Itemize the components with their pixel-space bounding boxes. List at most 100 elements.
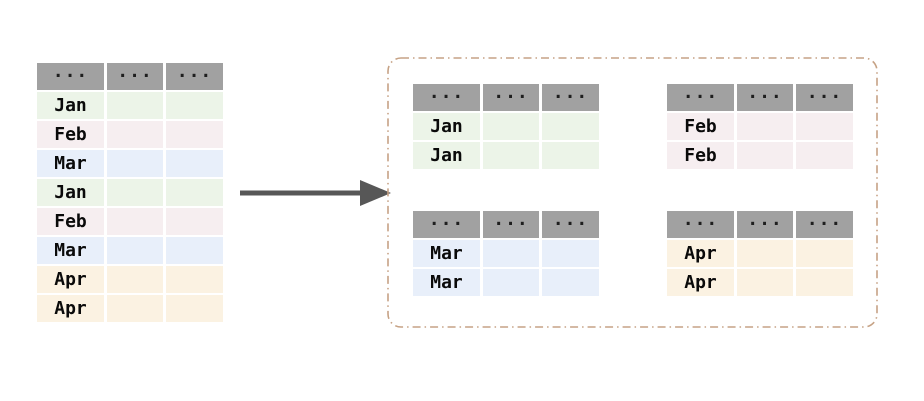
empty-cell: [166, 295, 223, 322]
column-header-dots: ...: [413, 82, 480, 111]
table-row: Jan: [413, 113, 599, 140]
ellipsis-icon: ...: [428, 82, 465, 103]
column-header-dots: ...: [107, 61, 163, 90]
table-row: Mar: [413, 240, 599, 267]
table-row: Mar: [413, 269, 599, 296]
month-cell: Feb: [37, 121, 104, 148]
empty-cell: [483, 142, 539, 169]
empty-cell: [166, 150, 223, 177]
empty-cell: [107, 295, 163, 322]
empty-cell: [166, 208, 223, 235]
empty-cell: [107, 92, 163, 119]
table-row: Jan: [413, 142, 599, 169]
empty-cell: [107, 150, 163, 177]
ellipsis-icon: ...: [52, 61, 89, 82]
month-cell: Jan: [413, 142, 480, 169]
month-cell: Jan: [37, 92, 104, 119]
empty-cell: [166, 237, 223, 264]
empty-cell: [166, 266, 223, 293]
flow-arrow-icon: [240, 180, 391, 206]
table-row: Jan: [37, 92, 223, 119]
column-header-dots: ...: [737, 82, 793, 111]
column-header-dots: ...: [166, 61, 223, 90]
ellipsis-icon: ...: [682, 209, 719, 230]
column-header-dots: ...: [737, 209, 793, 238]
empty-cell: [107, 266, 163, 293]
table-row: Apr: [667, 269, 853, 296]
ellipsis-icon: ...: [747, 82, 783, 103]
empty-cell: [483, 240, 539, 267]
ellipsis-icon: ...: [552, 209, 589, 230]
empty-cell: [107, 237, 163, 264]
empty-cell: [166, 92, 223, 119]
ellipsis-icon: ...: [428, 209, 465, 230]
empty-cell: [796, 240, 853, 267]
empty-cell: [107, 179, 163, 206]
empty-cell: [166, 121, 223, 148]
ellipsis-icon: ...: [747, 209, 783, 230]
table-row: Apr: [37, 295, 223, 322]
ellipsis-icon: ...: [493, 209, 529, 230]
column-header-dots: ...: [667, 82, 734, 111]
empty-cell: [542, 269, 599, 296]
table-row: Feb: [37, 208, 223, 235]
empty-cell: [796, 142, 853, 169]
table-row: Apr: [37, 266, 223, 293]
column-header-dots: ...: [483, 209, 539, 238]
table-row: Feb: [37, 121, 223, 148]
ellipsis-icon: ...: [552, 82, 589, 103]
table-row: Mar: [37, 150, 223, 177]
table-header-row: .........: [37, 61, 223, 90]
ellipsis-icon: ...: [806, 82, 843, 103]
empty-cell: [166, 179, 223, 206]
month-cell: Mar: [37, 150, 104, 177]
table-row: Mar: [37, 237, 223, 264]
empty-cell: [737, 113, 793, 140]
month-cell: Feb: [37, 208, 104, 235]
table-row: Jan: [37, 179, 223, 206]
column-header-dots: ...: [37, 61, 104, 90]
empty-cell: [737, 240, 793, 267]
month-cell: Apr: [37, 295, 104, 322]
table-row: Apr: [667, 240, 853, 267]
column-header-dots: ...: [796, 209, 853, 238]
table-row: Feb: [667, 142, 853, 169]
table-header-row: .........: [413, 209, 599, 238]
ellipsis-icon: ...: [117, 61, 153, 82]
month-cell: Mar: [413, 240, 480, 267]
empty-cell: [483, 113, 539, 140]
empty-cell: [483, 269, 539, 296]
month-cell: Apr: [667, 240, 734, 267]
month-cell: Feb: [667, 113, 734, 140]
month-cell: Feb: [667, 142, 734, 169]
table-header-row: .........: [667, 82, 853, 111]
empty-cell: [107, 208, 163, 235]
month-cell: Jan: [37, 179, 104, 206]
empty-cell: [542, 240, 599, 267]
empty-cell: [737, 142, 793, 169]
table-row: Feb: [667, 113, 853, 140]
ellipsis-icon: ...: [493, 82, 529, 103]
column-header-dots: ...: [413, 209, 480, 238]
column-header-dots: ...: [483, 82, 539, 111]
table-header-row: .........: [413, 82, 599, 111]
column-header-dots: ...: [796, 82, 853, 111]
empty-cell: [107, 121, 163, 148]
column-header-dots: ...: [542, 209, 599, 238]
ellipsis-icon: ...: [682, 82, 719, 103]
table-header-row: .........: [667, 209, 853, 238]
ellipsis-icon: ...: [176, 61, 213, 82]
empty-cell: [737, 269, 793, 296]
ellipsis-icon: ...: [806, 209, 843, 230]
empty-cell: [796, 113, 853, 140]
month-cell: Mar: [37, 237, 104, 264]
month-cell: Apr: [37, 266, 104, 293]
groups-container-border: [387, 57, 878, 328]
column-header-dots: ...: [667, 209, 734, 238]
